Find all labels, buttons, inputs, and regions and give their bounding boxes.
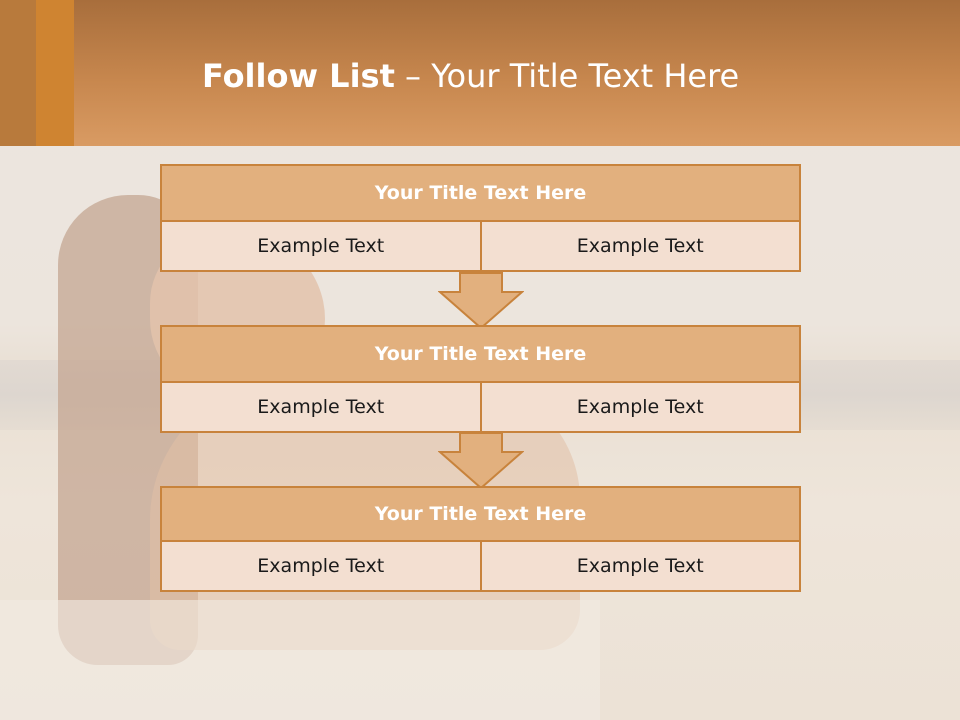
- flow-block-2: Your Title Text Here Example Text Exampl…: [160, 325, 801, 433]
- down-arrow-icon: [438, 432, 524, 490]
- block-title[interactable]: Your Title Text Here: [160, 164, 801, 222]
- down-arrow-icon: [438, 272, 524, 330]
- slide-title-bold: Follow List: [202, 57, 395, 95]
- header-stripe-accent: [36, 0, 74, 146]
- block-title[interactable]: Your Title Text Here: [160, 325, 801, 383]
- photo-towel-shape: [0, 600, 600, 720]
- block-row: Example Text Example Text: [160, 542, 801, 592]
- flow-block-3: Your Title Text Here Example Text Exampl…: [160, 486, 801, 592]
- block-row: Example Text Example Text: [160, 383, 801, 433]
- header-band: [0, 0, 960, 146]
- block-cell-right[interactable]: Example Text: [479, 222, 800, 270]
- block-cell-left[interactable]: Example Text: [257, 396, 385, 418]
- block-cell-right[interactable]: Example Text: [479, 383, 800, 431]
- slide-title-rest: – Your Title Text Here: [394, 57, 740, 95]
- block-row: Example Text Example Text: [160, 222, 801, 272]
- header-stripe-dark: [0, 0, 36, 146]
- block-cell-left[interactable]: Example Text: [257, 235, 385, 257]
- slide-title: Follow List – Your Title Text Here: [202, 56, 739, 100]
- block-cell-left[interactable]: Example Text: [257, 555, 385, 577]
- block-title[interactable]: Your Title Text Here: [160, 486, 801, 542]
- flow-block-1: Your Title Text Here Example Text Exampl…: [160, 164, 801, 272]
- block-cell-right[interactable]: Example Text: [479, 542, 800, 590]
